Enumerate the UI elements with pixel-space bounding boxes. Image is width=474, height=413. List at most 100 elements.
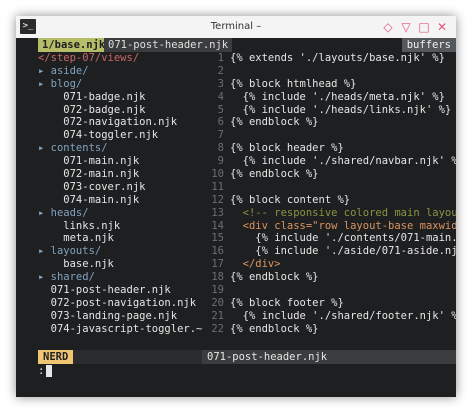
- code-text: {% extends './layouts/base.njk' %}: [230, 52, 445, 64]
- tree-file[interactable]: links.njk: [38, 219, 121, 232]
- window-title: Terminal –: [210, 21, 262, 32]
- tree-folder[interactable]: ▸ contents/: [38, 142, 108, 155]
- tree-folder[interactable]: ▸ shared/: [38, 271, 95, 284]
- code-text: {% include './heads/meta.njk' %}: [230, 90, 445, 103]
- tab-071-post-header[interactable]: 071-post-header.njk: [104, 38, 233, 52]
- line-number: 6: [217, 116, 224, 129]
- code-text: {% endblock %}: [230, 168, 319, 181]
- code-text: {% endblock %}: [230, 271, 319, 284]
- line-number: 14: [211, 219, 224, 232]
- nerdtree-mode-badge: NERD: [38, 350, 74, 364]
- line-number: 9: [217, 155, 224, 168]
- tree-file[interactable]: base.njk: [38, 258, 114, 271]
- command-line[interactable]: :: [38, 364, 456, 397]
- code-line[interactable]: 20{% block footer %}: [202, 297, 456, 310]
- code-line[interactable]: 13 <!-- responsive colored main layout -: [202, 207, 456, 220]
- line-number: 11: [211, 180, 224, 193]
- code-line[interactable]: 1 {% extends './layouts/base.njk' %}: [202, 52, 456, 65]
- code-line[interactable]: 8 {% block header %}: [202, 142, 456, 155]
- title-bar[interactable]: >_ Terminal – ◇ ▽ □ ✕: [16, 16, 456, 39]
- tree-file[interactable]: 072-badge.njk: [38, 103, 146, 116]
- tree-folder[interactable]: ▸ aside/: [38, 64, 89, 77]
- code-line[interactable]: 14 <div class="row layout-base maxwidth": [202, 220, 456, 233]
- code-text: {% include './shared/footer.njk' %}: [230, 309, 456, 322]
- tree-file[interactable]: 072-navigation.njk: [38, 116, 178, 129]
- code-line[interactable]: 6 {% endblock %}: [202, 116, 456, 129]
- tree-file[interactable]: 074-main.njk: [38, 193, 140, 206]
- tree-root-path[interactable]: </step-07/views/: [38, 52, 140, 64]
- tree-file[interactable]: 074-toggler.njk: [38, 129, 159, 142]
- code-line[interactable]: 17 </div>: [202, 258, 456, 271]
- tree-file[interactable]: 071-main.njk: [38, 155, 140, 168]
- code-line[interactable]: 12 {% block content %}: [202, 194, 456, 207]
- line-number: 22: [211, 322, 224, 335]
- code-text: {% include './contents/071-main.njk: [230, 232, 456, 245]
- tree-file[interactable]: meta.njk: [38, 232, 114, 245]
- vim-tabline: 1/base.njk 071-post-header.njk buffers: [16, 38, 456, 52]
- line-number: 1: [217, 52, 224, 64]
- cursor-block: [46, 365, 53, 377]
- status-line: NERD 071-post-header.njk: [38, 350, 456, 364]
- line-number: 3: [217, 77, 224, 90]
- buffers-label: buffers: [401, 38, 456, 52]
- tree-folder[interactable]: ▸ blog/: [38, 77, 83, 90]
- code-text: {% include './aside/071-aside.njk': [230, 245, 456, 258]
- code-line[interactable]: 22 {% endblock %}: [202, 323, 456, 336]
- line-number: 18: [211, 271, 224, 284]
- code-line[interactable]: 9 {% include './shared/navbar.njk' %}: [202, 155, 456, 168]
- line-number: 12: [211, 193, 224, 206]
- line-number: 2: [217, 64, 224, 77]
- tab-base-njk[interactable]: 1/base.njk: [38, 38, 110, 52]
- command-prompt: :: [38, 365, 45, 377]
- code-text: </div>: [230, 258, 281, 271]
- line-number: 20: [211, 296, 224, 309]
- line-number: 10: [211, 168, 224, 181]
- tree-file[interactable]: 071-post-header.njk: [38, 284, 171, 297]
- code-line[interactable]: 2: [202, 65, 456, 78]
- code-line[interactable]: 10 {% endblock %}: [202, 168, 456, 181]
- code-line[interactable]: 21 {% include './shared/footer.njk' %}: [202, 310, 456, 323]
- code-line[interactable]: 11: [202, 181, 456, 194]
- nerdtree-pane[interactable]: </step-07/views/▸ aside/▸ blog/ 071-badg…: [38, 52, 202, 350]
- tree-file[interactable]: 071-badge.njk: [38, 90, 146, 103]
- code-line[interactable]: 3 {% block htmlhead %}: [202, 78, 456, 91]
- terminal-app-icon: >_: [20, 19, 36, 34]
- tree-file[interactable]: 073-cover.njk: [38, 180, 146, 193]
- line-number: 4: [217, 90, 224, 103]
- tree-folder[interactable]: ▸ heads/: [38, 206, 89, 219]
- code-text: <div class="row layout-base maxwidth": [230, 219, 456, 232]
- code-line[interactable]: 19: [202, 284, 456, 297]
- code-text: {% include './shared/navbar.njk' %}: [230, 155, 456, 168]
- line-number: 5: [217, 103, 224, 116]
- code-line[interactable]: 18 {% endblock %}: [202, 271, 456, 284]
- tree-file[interactable]: 074-javascript-toggler.~: [38, 322, 202, 335]
- code-line[interactable]: 4 {% include './heads/meta.njk' %}: [202, 91, 456, 104]
- code-text: {% include './heads/links.njk' %}: [230, 103, 452, 116]
- tree-file[interactable]: 072-post-navigation.njk: [38, 296, 197, 309]
- tree-file[interactable]: 073-landing-page.njk: [38, 309, 178, 322]
- line-number: 7: [217, 129, 224, 142]
- diamond-icon[interactable]: ◇: [383, 20, 393, 34]
- code-text: {% block content %}: [230, 193, 351, 206]
- code-text: {% block header %}: [230, 142, 344, 155]
- code-text: <!-- responsive colored main layout -: [230, 206, 456, 219]
- code-line[interactable]: 7: [202, 129, 456, 142]
- tree-folder[interactable]: ▸ layouts/: [38, 245, 102, 258]
- code-line[interactable]: 16 {% include './aside/071-aside.njk': [202, 245, 456, 258]
- line-number: 15: [211, 232, 224, 245]
- code-line[interactable]: 5 {% include './heads/links.njk' %}: [202, 104, 456, 117]
- line-number: 16: [211, 245, 224, 258]
- close-icon[interactable]: ✕: [436, 20, 448, 34]
- minimize-icon[interactable]: ▽: [401, 20, 411, 34]
- maximize-icon[interactable]: □: [418, 20, 430, 34]
- code-text: {% endblock %}: [230, 116, 319, 129]
- line-number: 8: [217, 142, 224, 155]
- code-text: {% block htmlhead %}: [230, 77, 357, 90]
- code-line[interactable]: 15 {% include './contents/071-main.njk: [202, 232, 456, 245]
- code-text: {% endblock %}: [230, 322, 319, 335]
- line-number: 13: [211, 206, 224, 219]
- terminal-window: >_ Terminal – ◇ ▽ □ ✕ 1/base.njk 071-pos…: [16, 16, 456, 397]
- line-number: 19: [211, 284, 224, 297]
- tree-file[interactable]: 072-main.njk: [38, 168, 140, 181]
